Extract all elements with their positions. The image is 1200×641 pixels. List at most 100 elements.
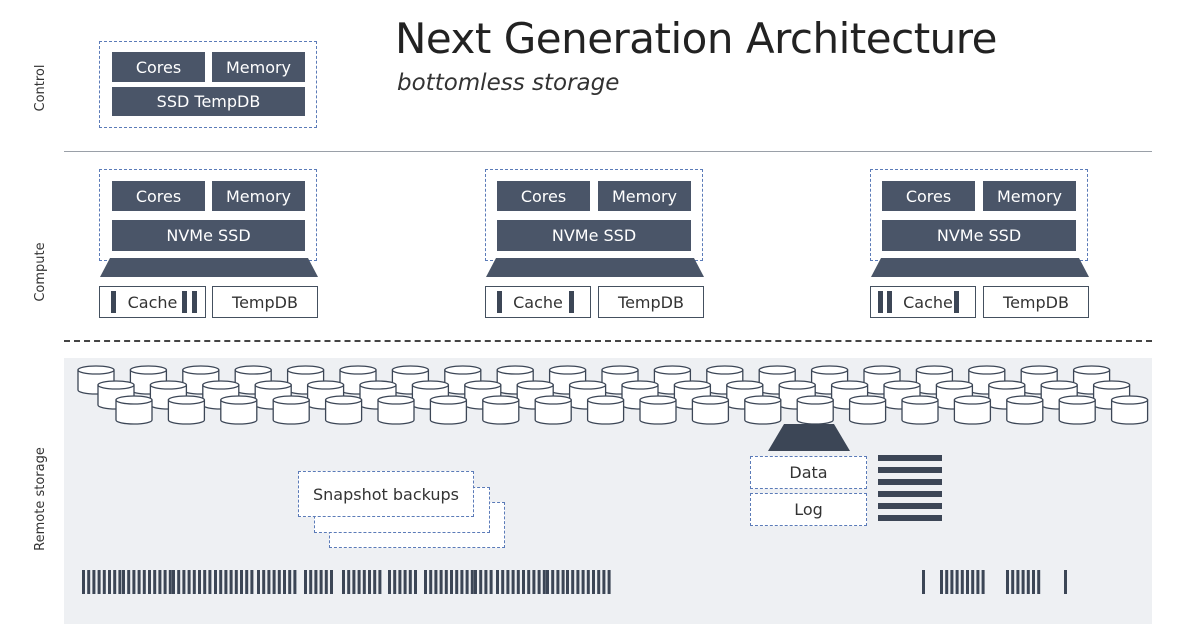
compute-2-cores-block: Cores (497, 181, 590, 211)
cache-bar (878, 291, 883, 313)
compute-1-nvme-block: NVMe SSD (112, 220, 305, 251)
page-bar (1016, 570, 1020, 594)
tier-label-remote-storage: Remote storage (33, 447, 48, 551)
page-bar (950, 570, 954, 594)
tier-label-control: Control (33, 64, 48, 112)
page-bar (293, 570, 297, 594)
page-bar (192, 570, 196, 594)
page-bar (172, 570, 175, 594)
log-box: Log (750, 493, 867, 526)
disk-cylinder (744, 395, 782, 425)
page-bar (393, 570, 397, 594)
page-bar (224, 570, 228, 594)
page-bar (118, 570, 122, 594)
page-bar (592, 570, 595, 594)
compute-1-connector (100, 258, 318, 277)
slide-subtitle: bottomless storage (397, 70, 620, 96)
page-bar (532, 570, 536, 594)
compute-1-cores-block: Cores (112, 181, 205, 211)
disk-cylinder (1110, 395, 1149, 425)
cache-bar (887, 291, 892, 313)
control-node (99, 41, 317, 128)
page-bar (324, 570, 328, 594)
page-bar (158, 570, 162, 594)
page-bar (566, 570, 569, 594)
compute-1-cache-box: Cache (99, 286, 206, 318)
page-bar (576, 570, 580, 594)
page-bar (102, 570, 106, 594)
page-bar (470, 570, 474, 594)
compute-1-cache-label: Cache (127, 292, 178, 312)
disk-cylinder (1006, 395, 1044, 425)
log-stack-bar (878, 479, 942, 485)
control-ssd-tempdb-block: SSD TempDB (112, 87, 305, 116)
page-bar (283, 570, 286, 594)
page-bar (122, 570, 125, 594)
disk-cylinder (901, 395, 939, 425)
cache-bar (954, 291, 959, 313)
page-bar (198, 570, 201, 594)
page-bar (960, 570, 964, 594)
control-cores-block: Cores (112, 52, 205, 82)
compute-2-cache-label: Cache (513, 292, 563, 312)
page-bar (203, 570, 207, 594)
log-stack-bar (878, 491, 942, 497)
page-bar (516, 570, 520, 594)
log-stack-bar (878, 455, 942, 461)
page-bar (955, 570, 959, 594)
compute-3-nvme-block: NVMe SSD (882, 220, 1076, 251)
control-compute-divider (64, 151, 1152, 152)
disk-cylinder (377, 395, 415, 425)
page-bar (378, 570, 382, 594)
page-bar (414, 570, 417, 594)
page-bar (1037, 570, 1041, 594)
snapshot-backups-box: Snapshot backups (298, 471, 474, 517)
page-bar (501, 570, 505, 594)
page-bar (262, 570, 266, 594)
compute-3-tempdb-box: TempDB (983, 286, 1089, 318)
page-bar (556, 570, 560, 594)
disk-cylinder (953, 395, 992, 425)
page-bar (561, 570, 565, 594)
page-bar (127, 570, 131, 594)
page-bar (474, 570, 477, 594)
page-bar (1026, 570, 1030, 594)
page-bar (352, 570, 356, 594)
data-log-connector (768, 424, 850, 451)
control-memory-block: Memory (212, 52, 305, 82)
page-bar (460, 570, 464, 594)
page-bar (1021, 570, 1025, 594)
page-bar (429, 570, 433, 594)
compute-1-tempdb-box: TempDB (212, 286, 318, 318)
page-bar (245, 570, 249, 594)
compute-2-cache-box: Cache (485, 286, 591, 318)
page-bar (1006, 570, 1009, 594)
page-bar (581, 570, 585, 594)
disk-cylinder (324, 395, 363, 425)
cache-bar (569, 291, 574, 313)
compute-2-tempdb-box: TempDB (598, 286, 704, 318)
page-bar (342, 570, 345, 594)
compute-2-nvme-block: NVMe SSD (497, 220, 691, 251)
page-bar (537, 570, 541, 594)
cache-bar (497, 291, 502, 313)
disk-cylinder (796, 395, 834, 425)
page-bar (214, 570, 217, 594)
page-bar (597, 570, 601, 594)
page-bar (330, 570, 333, 594)
page-bar (434, 570, 438, 594)
page-bar (607, 570, 611, 594)
page-bar (108, 570, 111, 594)
page-bar (489, 570, 493, 594)
page-bar (388, 570, 391, 594)
compute-3-connector (871, 258, 1089, 277)
page-bar (403, 570, 407, 594)
page-bar (542, 570, 546, 594)
disk-cylinder (220, 395, 258, 425)
page-bar (444, 570, 448, 594)
page-bar (142, 570, 146, 594)
page-bar (484, 570, 488, 594)
compute-2-memory-block: Memory (598, 181, 691, 211)
page-bar (137, 570, 141, 594)
disk-cylinder (848, 395, 887, 425)
